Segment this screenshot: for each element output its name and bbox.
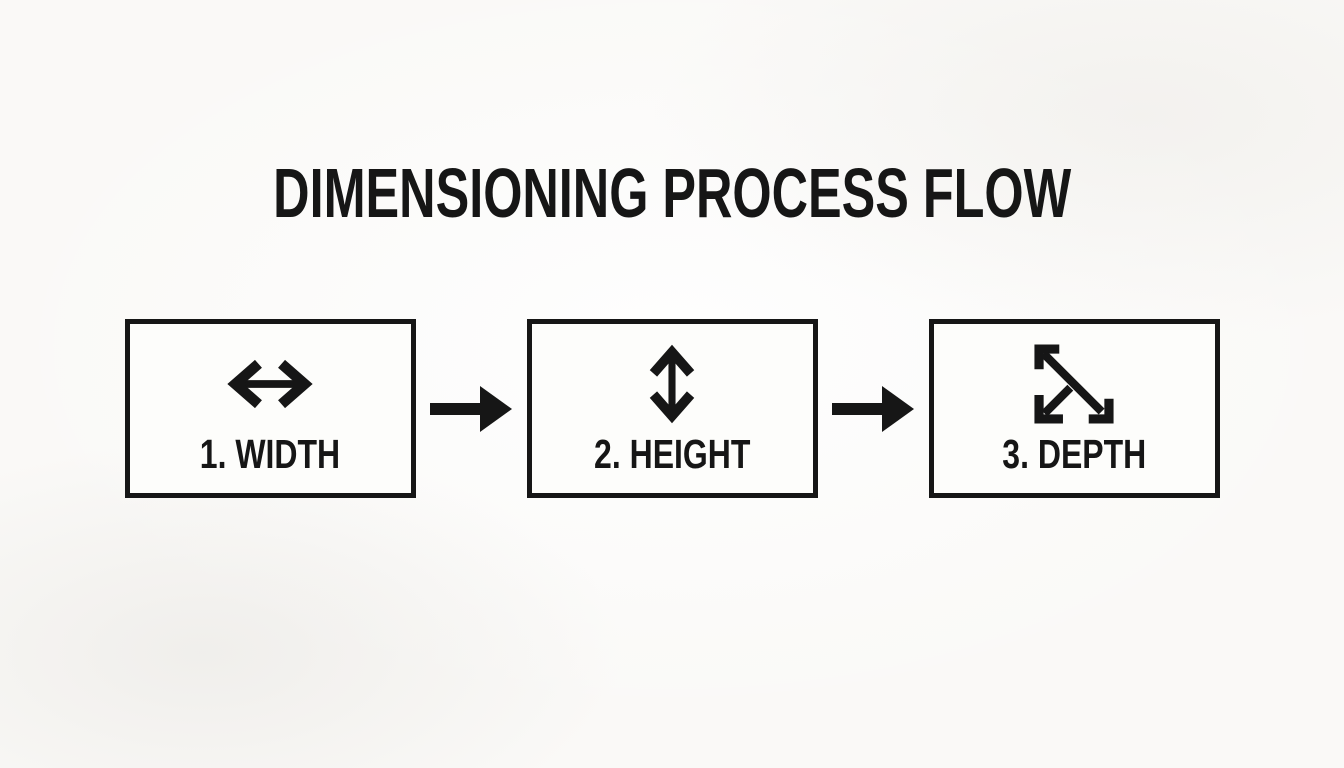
page-title: DIMENSIONING PROCESS FLOW xyxy=(0,158,1344,228)
page-title-text: DIMENSIONING PROCESS FLOW xyxy=(272,154,1072,232)
step-label: 1. WIDTH xyxy=(199,431,341,477)
step-box-depth: 3. DEPTH xyxy=(928,319,1220,498)
height-icon-slot xyxy=(532,324,813,434)
right-arrow-icon xyxy=(832,385,914,432)
step-box-width: 1. WIDTH xyxy=(124,319,416,498)
depth-diagonal-arrow-icon xyxy=(1034,344,1114,424)
width-icon-slot xyxy=(130,324,411,434)
height-vertical-arrow-icon xyxy=(649,344,695,424)
depth-icon-slot xyxy=(934,324,1215,434)
flow-connector xyxy=(818,384,929,434)
step-label: 3. DEPTH xyxy=(1002,431,1146,477)
step-box-height: 2. HEIGHT xyxy=(526,319,818,498)
step-label: 2. HEIGHT xyxy=(593,431,751,477)
width-horizontal-arrow-icon xyxy=(227,359,313,409)
right-arrow-icon xyxy=(430,385,512,432)
process-flow: 1. WIDTH 2. HEIGHT xyxy=(0,319,1344,498)
flow-connector xyxy=(416,384,527,434)
